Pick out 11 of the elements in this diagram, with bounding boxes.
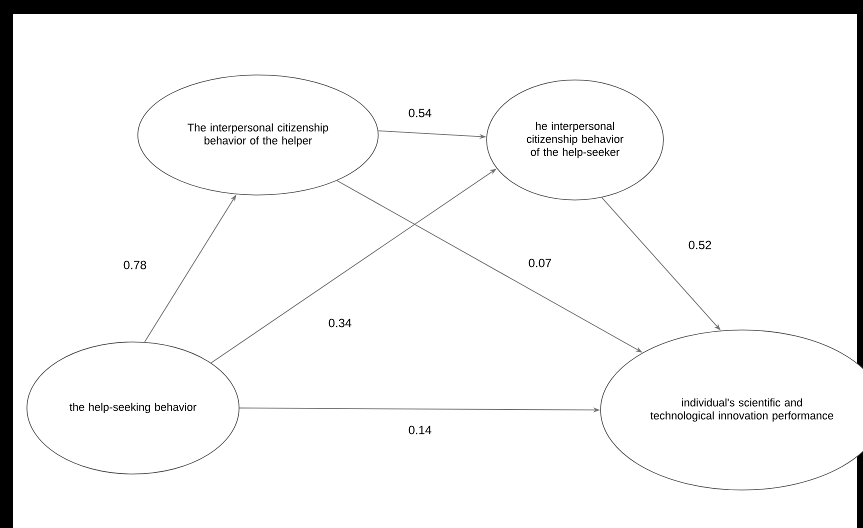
ellipse-node: he interpersonal citizenship behavior of the help-seeker bbox=[486, 80, 664, 200]
edge-label: 0.14 bbox=[407, 424, 433, 436]
node-label: individual's scientific and technological innovation performance bbox=[650, 398, 834, 422]
ellipse-node: individual's scientific and technological innovation performance bbox=[600, 330, 863, 490]
edge-label: 0.07 bbox=[527, 258, 553, 268]
ellipse-node: The interpersonal citizenship behavior of the helper bbox=[137, 74, 379, 196]
edge-label: 0.78 bbox=[122, 260, 148, 270]
edge-label: 0.34 bbox=[327, 318, 353, 328]
edge-label: 0.54 bbox=[407, 108, 433, 118]
ellipse-node: the help-seeking behavior bbox=[26, 342, 240, 474]
edge-label: 0.52 bbox=[687, 240, 713, 250]
